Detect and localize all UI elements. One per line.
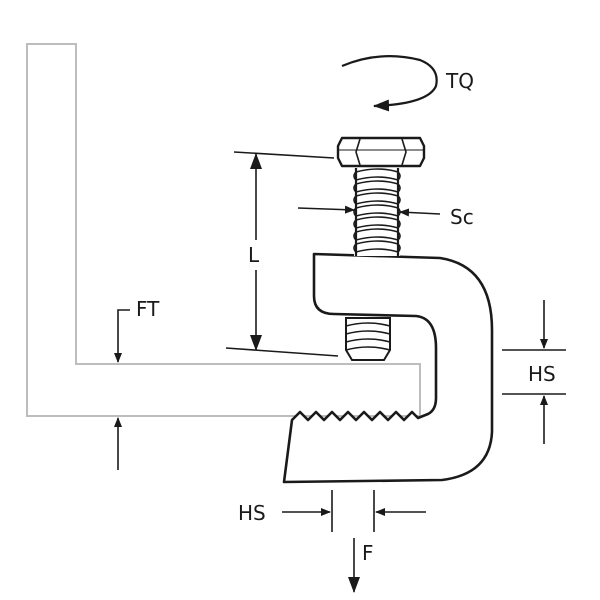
flange-thickness-dimension <box>114 309 130 470</box>
bolt-lower-threads <box>345 317 391 361</box>
hole-size-right-label: HS <box>528 362 556 386</box>
torque-arrow <box>341 55 438 112</box>
hole-size-bottom-dimension <box>282 490 426 532</box>
hex-bolt-head <box>336 136 426 168</box>
screw-size-label: Sc <box>450 205 474 229</box>
c-clamp-body <box>282 252 494 484</box>
steel-angle <box>26 43 421 417</box>
length-dimension <box>225 151 339 357</box>
length-label: L <box>248 243 260 267</box>
bolt-upper-threads <box>353 164 401 256</box>
hole-size-right-dimension <box>502 300 566 444</box>
hole-size-bottom-label: HS <box>238 501 266 525</box>
torque-label: TQ <box>445 69 474 93</box>
force-label: F <box>362 541 374 565</box>
flange-thickness-label: FT <box>136 297 160 321</box>
screw-size-dimension <box>297 205 441 217</box>
